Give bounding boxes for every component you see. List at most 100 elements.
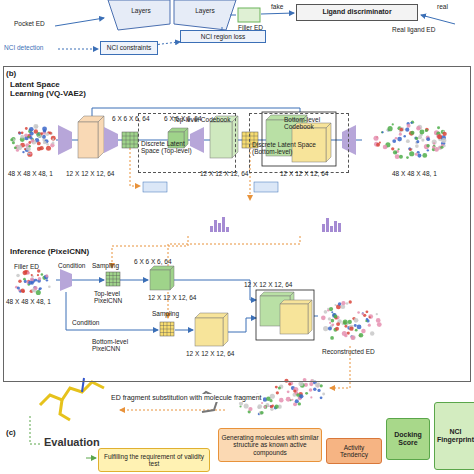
density-dot <box>338 302 342 306</box>
density-dot <box>279 398 284 403</box>
density-dot <box>361 329 366 334</box>
density-dot <box>409 131 414 136</box>
density-dot <box>410 131 414 135</box>
label: (c) <box>6 428 16 437</box>
density-dot <box>373 136 378 141</box>
density-dot <box>271 404 274 407</box>
tensor-block <box>78 122 98 158</box>
density-dot <box>424 144 429 149</box>
density-dot <box>332 323 335 326</box>
density-dot <box>344 334 347 337</box>
density-dot <box>426 137 430 141</box>
density-dot <box>365 320 367 322</box>
density-dot <box>287 390 290 393</box>
tensor-block <box>170 266 174 290</box>
histogram-bar <box>338 223 341 232</box>
density-dot <box>415 153 418 156</box>
density-dot <box>437 126 440 129</box>
density-dot <box>28 281 32 285</box>
density-dot <box>260 411 264 415</box>
density-dot <box>48 285 51 288</box>
density-dot <box>21 289 25 293</box>
density-dot <box>38 134 40 136</box>
density-dot <box>286 397 291 402</box>
box-text: NCI region loss <box>183 33 263 40</box>
density-dot <box>49 131 52 134</box>
density-dot <box>33 124 38 129</box>
density-dot <box>299 394 303 398</box>
density-dot <box>30 277 34 281</box>
conv-layer <box>58 125 72 155</box>
density-dot <box>31 139 35 143</box>
tensor-block <box>195 313 228 318</box>
density-dot <box>52 138 54 140</box>
density-dot <box>17 286 20 289</box>
tensor-block <box>210 122 232 158</box>
label: Latent Space Learning (VQ-VAE2) <box>10 80 90 98</box>
density-dot <box>295 399 299 403</box>
density-dot <box>50 132 53 135</box>
density-dot <box>31 274 33 276</box>
density-dot <box>415 137 418 140</box>
density-dot <box>309 388 313 392</box>
density-dot <box>248 407 252 411</box>
density-dot <box>351 335 356 340</box>
grid-line <box>160 329 174 330</box>
density-dot <box>399 133 402 136</box>
density-dot <box>18 280 22 284</box>
conv-layer <box>342 125 356 155</box>
density-dot <box>427 149 429 151</box>
box-text: NCI Fingerprint <box>437 428 474 444</box>
density-dot <box>33 286 37 290</box>
panel: (b)Top-level CodebookDiscrete Latent Spa… <box>3 66 471 382</box>
latent-grid <box>106 272 120 286</box>
density-dot <box>37 133 42 138</box>
codebook-icon <box>143 182 167 192</box>
density-dot <box>25 127 28 130</box>
layer-box: Layers <box>120 5 162 17</box>
density-dot <box>46 146 51 151</box>
density-dot <box>275 386 278 389</box>
box-text: NCI constraints <box>103 44 155 51</box>
evaluation-box: Activity Tendency <box>326 438 382 464</box>
density-dot <box>354 324 357 327</box>
density-dot <box>399 155 403 159</box>
grid-line <box>122 140 138 141</box>
density-dot <box>257 406 260 409</box>
density-dot <box>376 143 380 147</box>
density-dot <box>239 405 241 407</box>
density-dot <box>330 336 334 340</box>
density-dot <box>322 392 325 395</box>
density-dot <box>422 153 427 158</box>
latent-grid <box>122 132 138 148</box>
density-dot <box>22 151 24 153</box>
density-dot <box>416 126 420 130</box>
density-dot <box>37 134 41 138</box>
density-dot <box>432 140 437 145</box>
density-dot <box>349 300 352 303</box>
box-text: Layers <box>122 7 160 14</box>
label: Real ligand ED <box>392 26 435 33</box>
grid-line <box>122 144 138 145</box>
density-dot <box>29 145 31 147</box>
density-dot <box>400 127 405 132</box>
density-dot <box>263 405 266 408</box>
density-dot <box>407 124 411 128</box>
density-dot <box>16 274 20 278</box>
density-dot <box>274 405 278 409</box>
density-dot <box>21 132 24 135</box>
density-dot <box>349 326 353 330</box>
grid-line <box>106 279 120 280</box>
density-dot <box>334 315 338 319</box>
evaluation-box: Fulfilling the requirement of validity t… <box>98 448 210 472</box>
tensor-block <box>280 304 308 334</box>
density-dot <box>44 275 48 279</box>
density-dot <box>418 135 422 139</box>
process-box: NCI constraints <box>100 41 158 55</box>
density-dot <box>359 333 364 338</box>
density-dot <box>395 137 398 140</box>
grid-line <box>170 322 171 336</box>
label: Filler ED <box>238 24 263 31</box>
density-dot <box>319 384 322 387</box>
density-dot <box>324 310 328 314</box>
